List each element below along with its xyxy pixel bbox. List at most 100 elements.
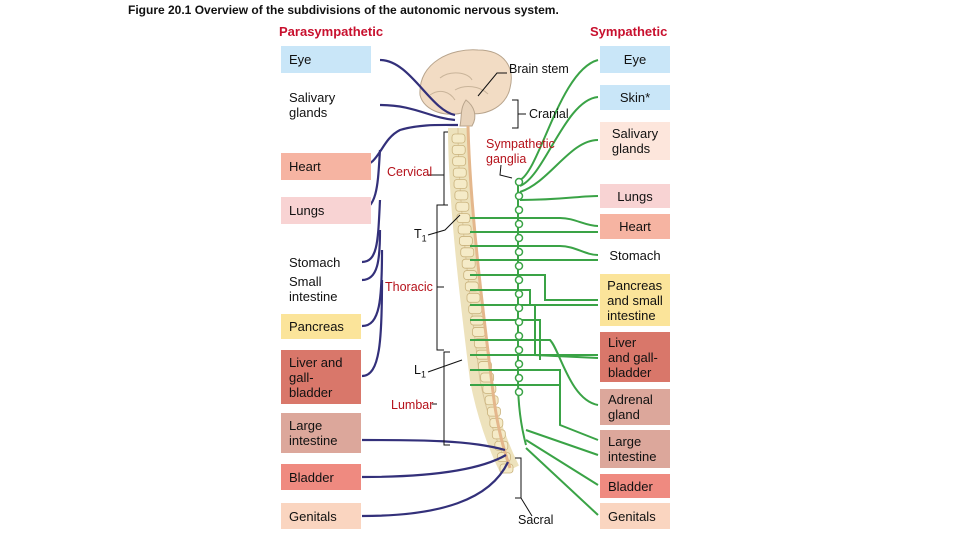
sympathetic-ganglia-label: Sympathetic ganglia <box>486 137 555 166</box>
left-organ-label: Pancreas <box>289 319 344 334</box>
sympathetic-ganglion <box>514 247 524 257</box>
parasympathetic-nerve <box>361 454 507 479</box>
sympathetic-ganglion <box>514 219 524 229</box>
left-organ-label: Genitals <box>289 508 337 524</box>
right-organ-label: Heart <box>619 219 651 234</box>
left-organ-label: Salivary glands <box>289 90 336 120</box>
t1-letter: T <box>414 227 422 241</box>
parasympathetic-nerve <box>361 229 382 282</box>
right-organ-label: Lungs <box>617 188 653 204</box>
vertebra <box>451 144 466 155</box>
brain <box>419 49 512 127</box>
sympathetic-ganglion <box>514 233 524 243</box>
parasympathetic-nerve <box>361 199 382 264</box>
left-organ-label: Eye <box>289 52 312 67</box>
right-organ-box: Heart <box>600 214 670 239</box>
t1-subscript: 1 <box>421 233 427 244</box>
sympathetic-nerve <box>470 289 598 306</box>
sympathetic-ganglion <box>514 191 524 201</box>
parasympathetic-header: Parasympathetic <box>279 24 384 39</box>
right-organ-box: Genitals <box>600 503 670 529</box>
vertebra <box>468 304 483 315</box>
sympathetic-nerve <box>470 319 541 360</box>
sympathetic-nerve <box>470 369 599 441</box>
vertebra <box>458 236 473 246</box>
parasympathetic-nerve <box>361 249 384 328</box>
sympathetic-ganglion <box>514 177 524 187</box>
parasympathetic-nerve <box>361 438 506 452</box>
sympathetic-nerve <box>519 195 599 201</box>
lumbar-label: Lumbar <box>391 398 434 412</box>
left-organ-box: Stomach <box>281 253 361 271</box>
vertebra <box>472 327 486 337</box>
region-brackets <box>436 99 533 517</box>
sympathetic-nerve <box>519 59 599 181</box>
right-organ-box: Stomach <box>600 242 670 269</box>
l1-label: L1 <box>414 363 426 383</box>
figure-title: Figure 20.1 Overview of the subdivisions… <box>128 3 559 17</box>
sympathetic-ganglion <box>514 261 524 271</box>
vertebra <box>454 190 469 201</box>
parasympathetic-nerve <box>361 279 384 378</box>
sympathetic-ganglion <box>514 303 524 313</box>
sympathetic-ganglion <box>514 331 524 341</box>
sympathetic-nerve <box>470 245 599 256</box>
sympathetic-nerve <box>470 304 599 359</box>
sympathetic-nerve <box>525 429 599 456</box>
left-organ-box: Liver and gall- bladder <box>281 350 361 404</box>
sympathetic-ganglion <box>514 387 524 397</box>
left-organ-box: Large intestine <box>281 413 361 453</box>
sympathetic-nerve <box>525 447 599 516</box>
left-organ-label: Lungs <box>289 203 325 218</box>
vertebra <box>461 258 476 269</box>
left-organ-label: Stomach <box>289 254 341 270</box>
sympathetic-ganglion <box>514 205 524 215</box>
vertebra <box>466 292 481 303</box>
vertebra <box>452 167 467 178</box>
left-organ-box: Small intestine <box>281 271 361 307</box>
left-organ-box: Salivary glands <box>281 86 371 124</box>
right-organ-label: Large intestine <box>608 434 657 464</box>
sympathetic-ganglion <box>514 317 524 327</box>
parasympathetic-nerve <box>379 103 456 122</box>
right-organ-label: Skin* <box>619 90 651 105</box>
t1-label: T1 <box>414 227 427 247</box>
sympathetic-ganglion <box>514 275 524 285</box>
brain-stem-label: Brain stem <box>509 62 569 76</box>
right-organ-box: Salivary glands <box>600 122 670 160</box>
right-organ-box: Lungs <box>600 184 670 208</box>
right-organ-box: Adrenal gland <box>600 389 670 425</box>
sympathetic-ganglion <box>514 289 524 299</box>
sympathetic-header: Sympathetic <box>590 24 668 39</box>
vertebral-column <box>448 127 519 475</box>
sacral-label: Sacral <box>518 513 554 527</box>
left-organ-box: Pancreas <box>281 314 361 339</box>
sympathetic-ganglion <box>514 373 524 383</box>
sympathetic-nerve <box>470 339 599 406</box>
left-organ-label: Bladder <box>289 469 334 485</box>
l1-subscript: 1 <box>420 369 426 380</box>
sympathetic-nerve <box>519 139 599 193</box>
right-organ-box: Skin* <box>600 85 670 110</box>
vertebra <box>456 213 471 224</box>
left-organ-box: Heart <box>281 153 371 180</box>
left-organ-box: Eye <box>281 46 371 73</box>
parasympathetic-nerve <box>361 461 509 518</box>
left-organ-label: Heart <box>289 159 321 174</box>
right-organ-box: Eye <box>600 46 670 73</box>
right-organ-box: Bladder <box>600 474 670 498</box>
sympathetic-ganglion <box>514 345 524 355</box>
l1-letter: L <box>414 363 421 377</box>
vertebra <box>452 156 467 167</box>
left-organ-label: Large intestine <box>289 418 338 448</box>
right-organ-label: Genitals <box>608 508 656 524</box>
cranial-label: Cranial <box>529 107 569 121</box>
left-organ-box: Bladder <box>281 464 361 490</box>
parasympathetic-nerve <box>379 58 456 117</box>
left-organ-box: Genitals <box>281 503 361 529</box>
left-organ-box: Lungs <box>281 197 371 224</box>
sympathetic-nerve <box>519 96 599 187</box>
vertebra <box>455 201 470 212</box>
vertebra <box>453 179 468 189</box>
